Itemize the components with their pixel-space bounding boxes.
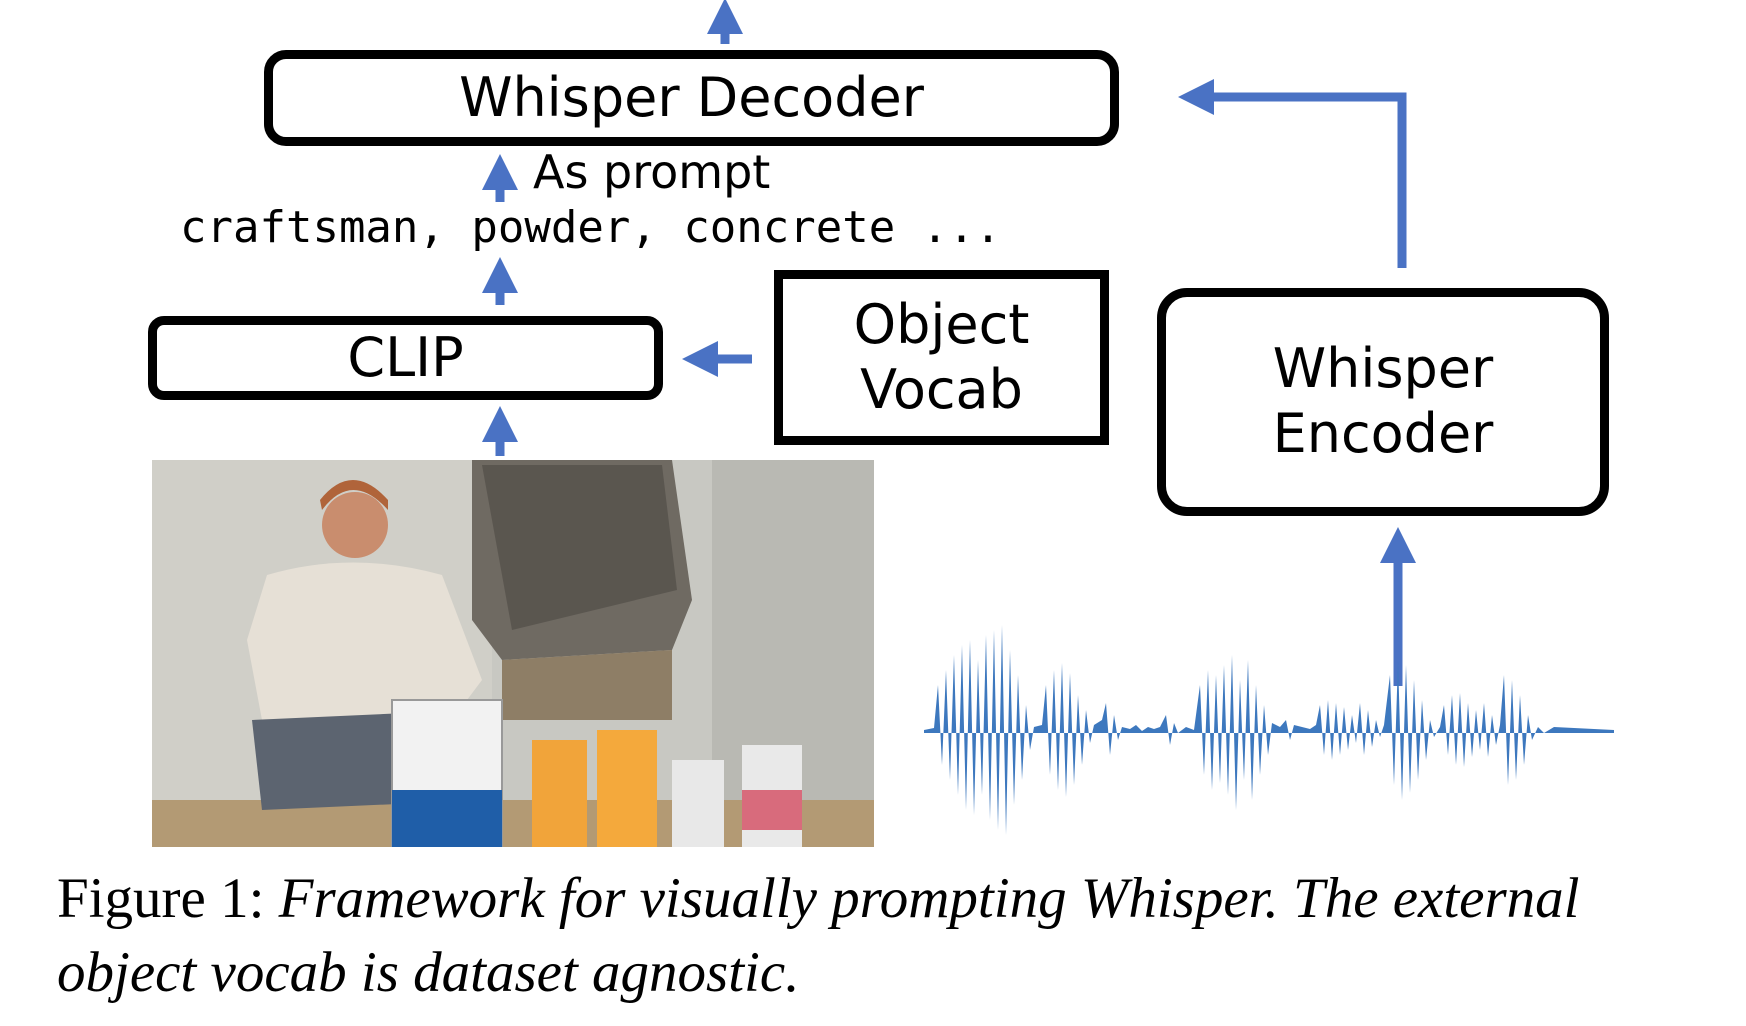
clip-box: CLIP: [148, 316, 663, 400]
object-vocab-line1: Object: [853, 292, 1030, 356]
whisper-decoder-box: Whisper Decoder: [264, 50, 1119, 146]
whisper-encoder-label: Whisper Encoder: [1273, 337, 1494, 467]
caption-text: Framework for visually prompting Whisper…: [57, 867, 1580, 1004]
prompt-label: As prompt: [533, 145, 771, 199]
audio-waveform: [924, 625, 1614, 835]
object-vocab-label: Object Vocab: [854, 293, 1030, 423]
clip-label: CLIP: [347, 325, 464, 389]
object-vocab-line2: Vocab: [860, 357, 1023, 421]
caption-prefix: Figure 1:: [57, 867, 265, 930]
prompt-words: craftsman, powder, concrete ...: [180, 202, 1002, 253]
object-vocab-box: Object Vocab: [774, 270, 1109, 445]
figure-caption: Figure 1: Framework for visually prompti…: [57, 862, 1697, 1010]
whisper-encoder-box: Whisper Encoder: [1157, 288, 1609, 516]
whisper-encoder-line1: Whisper: [1272, 337, 1494, 401]
encoder-to-decoder-arrow: [1178, 79, 1407, 268]
whisper-decoder-label: Whisper Decoder: [459, 65, 924, 129]
video-frame-image: [152, 460, 874, 847]
whisper-encoder-line2: Encoder: [1272, 402, 1494, 465]
